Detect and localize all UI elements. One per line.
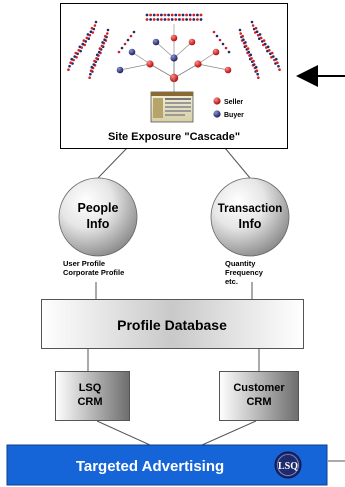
- lsq-crm-box: LSQ CRM: [55, 371, 130, 421]
- customer-crm-line2: CRM: [246, 396, 271, 408]
- site-exposure-cascade-box: Seller Buyer Site Exposure "Cascade": [60, 3, 288, 149]
- people-info-line1: People: [78, 201, 119, 215]
- lsq-crm-line1: LSQ: [79, 382, 102, 394]
- arrow-left-icon: [296, 65, 345, 87]
- cascade-legend: Seller Buyer: [213, 97, 244, 119]
- customer-crm-line1: Customer: [233, 382, 285, 394]
- people-detail-2: Corporate Profile: [63, 268, 124, 277]
- lsq-logo-text: LSQ: [278, 461, 298, 472]
- transaction-detail-3: etc.: [225, 277, 238, 286]
- website-thumbnail: [150, 91, 194, 123]
- legend-seller-label: Seller: [224, 99, 243, 106]
- legend-buyer-label: Buyer: [224, 112, 244, 119]
- transaction-info-line1: Transaction: [218, 203, 283, 215]
- transaction-detail-2: Frequency: [225, 268, 264, 277]
- cascade-network-illustration: [67, 13, 281, 92]
- transaction-info-line2: Info: [239, 217, 262, 231]
- buyer-legend-icon: [213, 110, 221, 118]
- transaction-info-sphere: Transaction Info: [210, 177, 290, 257]
- connector-lines: [87, 147, 260, 446]
- profile-database-box: Profile Database: [41, 299, 304, 349]
- people-detail-1: User Profile: [63, 259, 105, 268]
- people-info-line2: Info: [87, 217, 110, 231]
- lsq-crm-line2: CRM: [77, 396, 102, 408]
- transaction-detail-1: Quantity: [225, 259, 256, 268]
- targeted-advertising-bar: Targeted Advertising LSQ: [6, 444, 328, 486]
- seller-legend-icon: [213, 97, 221, 105]
- people-info-sphere: People Info: [58, 177, 138, 257]
- profile-database-label: Profile Database: [117, 317, 227, 333]
- customer-crm-box: Customer CRM: [219, 371, 299, 421]
- cascade-title: Site Exposure "Cascade": [108, 131, 240, 143]
- targeted-advertising-label: Targeted Advertising: [76, 458, 224, 475]
- lsq-logo: LSQ: [274, 451, 302, 479]
